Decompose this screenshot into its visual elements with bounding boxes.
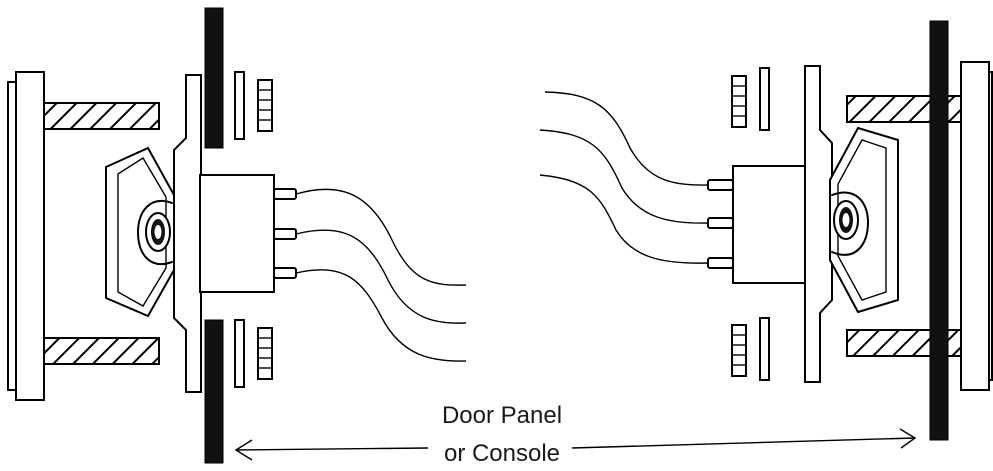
left-rocker-actuator: [105, 146, 175, 318]
left-door-panel: [204, 7, 224, 464]
right-washers-nuts: [731, 67, 770, 381]
left-bottom-standoff: [43, 337, 160, 365]
left-flange-plate: [173, 74, 202, 393]
right-switch-assembly: [539, 20, 993, 441]
left-switch-assembly: [7, 7, 467, 464]
left-terminal-pins: [273, 188, 297, 279]
left-top-standoff: [43, 102, 160, 130]
left-switch-housing: [199, 174, 275, 293]
left-bezel-frame: [7, 71, 45, 401]
label-line-1: Door Panel: [442, 402, 562, 429]
label-line-2: or Console: [444, 440, 560, 467]
right-door-panel: [929, 20, 949, 441]
right-switch-housing: [732, 165, 806, 284]
left-washers-nuts: [234, 71, 273, 388]
right-rocker-actuator: [829, 126, 899, 314]
right-flange-plate: [804, 65, 833, 383]
door-panel-label: Door Panel or Console: [442, 402, 562, 467]
right-bezel-frame: [960, 61, 993, 391]
left-wires: [295, 188, 467, 362]
right-wires: [539, 91, 709, 264]
right-terminal-pins: [707, 179, 734, 269]
panel-pointer-arrows: [234, 428, 917, 461]
